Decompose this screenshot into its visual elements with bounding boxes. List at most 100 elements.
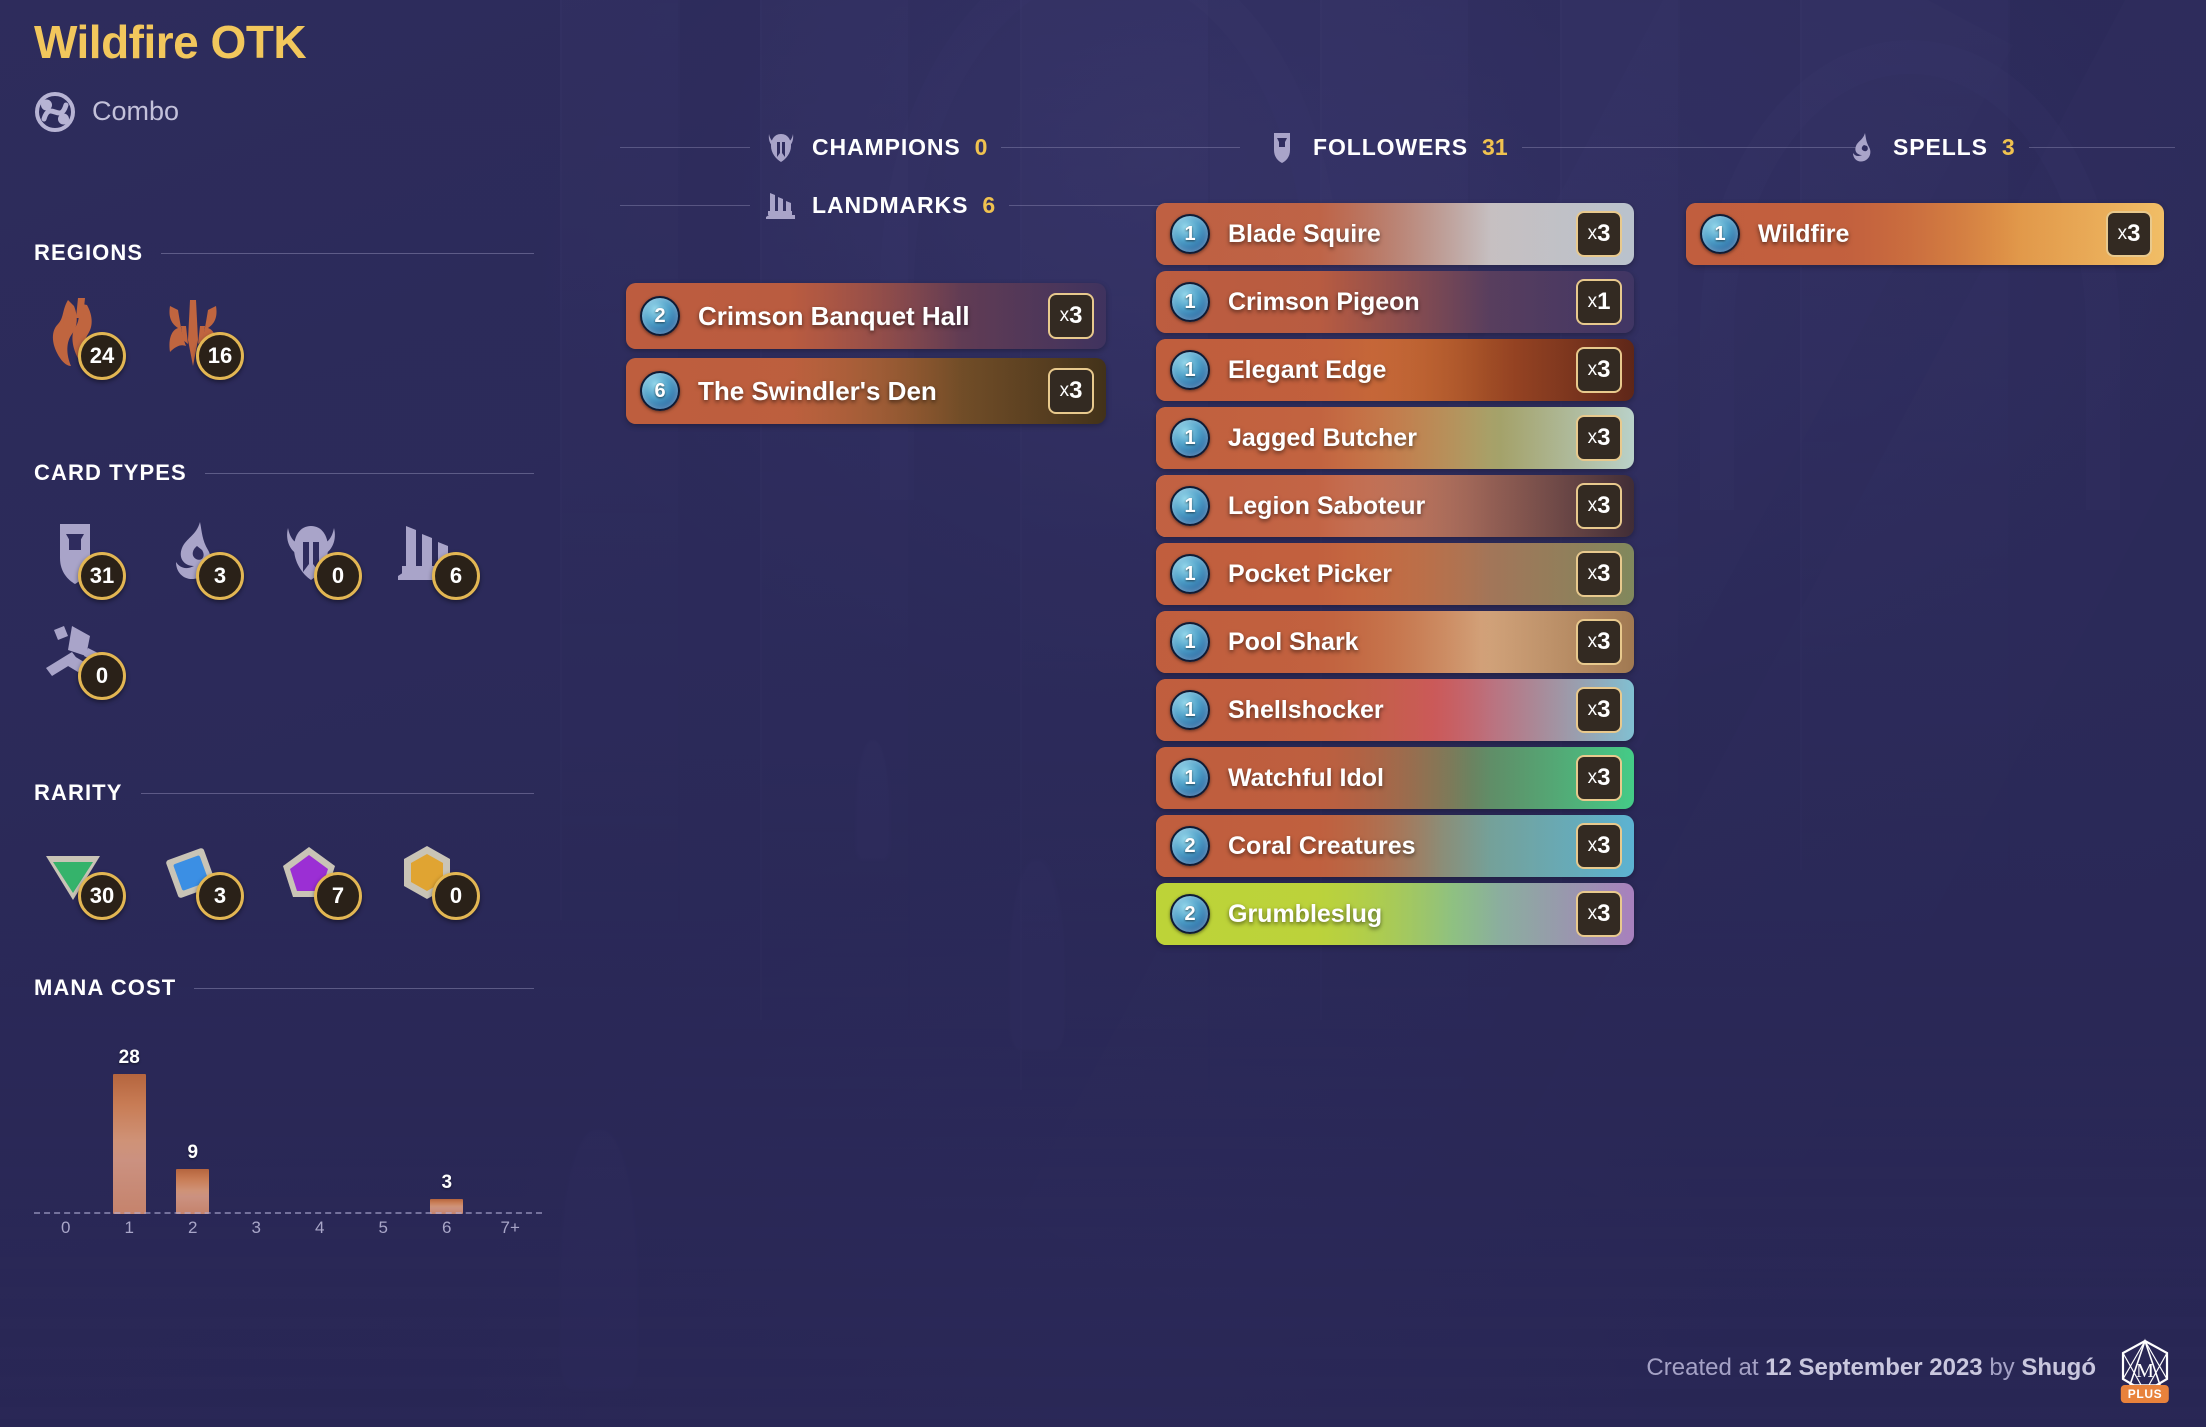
rarity-champion[interactable]: 0 — [388, 836, 506, 936]
deck-archetype-label: Combo — [92, 96, 180, 127]
card-tint-overlay — [626, 358, 1106, 424]
card-mana-cost: 1 — [1170, 418, 1210, 458]
region-count-badge: 24 — [78, 332, 126, 380]
brand-logo[interactable]: M PLUS — [2114, 1337, 2176, 1403]
mana-cost-baseline — [34, 1212, 542, 1214]
common-rarity-icon — [40, 840, 106, 906]
card-tint-overlay — [1686, 203, 2164, 265]
card-mana-cost: 2 — [1170, 826, 1210, 866]
card-mana-cost: 2 — [640, 296, 680, 336]
mana-bar-column — [352, 1036, 416, 1214]
footer-credit: Created at 12 September 2023 by Shugó — [1646, 1354, 2096, 1382]
spells-count: 3 — [2001, 133, 2015, 160]
card-type-champion[interactable]: 0 — [270, 516, 388, 616]
divider — [620, 146, 750, 148]
card-copies-x: x — [1587, 631, 1598, 652]
region-noxus[interactable]: 16 — [152, 296, 270, 396]
page-title: Wildfire OTK — [34, 16, 307, 68]
card-copies-number: 3 — [1597, 560, 1611, 587]
mana-axis-tick: 4 — [315, 1218, 325, 1237]
champions-count: 0 — [974, 133, 988, 160]
card-type-landmark[interactable]: 6 — [388, 516, 506, 616]
card-tint-overlay — [1156, 543, 1634, 605]
mana-bar-value: 9 — [187, 1142, 199, 1163]
followers-count: 31 — [1482, 133, 1508, 160]
card-types-section: CARD TYPES 31 — [34, 460, 534, 716]
card-copies-x: x — [1587, 835, 1598, 856]
card-tint-overlay — [1156, 883, 1634, 945]
card-mana-cost: 1 — [1170, 758, 1210, 798]
rarity-rare[interactable]: 3 — [152, 836, 270, 936]
card-name: Legion Saboteur — [1228, 491, 1426, 520]
mana-bar-column: 28 — [98, 1036, 162, 1214]
divider — [194, 987, 534, 989]
card-type-follower[interactable]: 31 — [34, 516, 152, 616]
card-type-spell[interactable]: 3 — [152, 516, 270, 616]
divider — [1521, 146, 1865, 148]
region-count-badge: 16 — [196, 332, 244, 380]
card-mana-cost: 1 — [1170, 690, 1210, 730]
rarity-heading-label: RARITY — [34, 780, 123, 805]
mana-axis-tick: 3 — [251, 1218, 261, 1237]
mana-bar-column — [225, 1036, 289, 1214]
divider — [161, 252, 534, 254]
region-bilgewater[interactable]: 24 — [34, 296, 152, 396]
landmark-icon — [764, 188, 798, 222]
divider — [1001, 146, 1240, 148]
mana-axis-tick: 0 — [61, 1218, 71, 1237]
rarity-common[interactable]: 30 — [34, 836, 152, 936]
card-type-equipment[interactable]: 0 — [34, 616, 152, 716]
followers-label: FOLLOWERS — [1313, 133, 1469, 160]
card-copies-number: 3 — [2127, 220, 2141, 247]
landmarks-count: 6 — [982, 191, 996, 218]
mana-cost-heading: MANA COST — [34, 975, 534, 1001]
card-copies-x: x — [1587, 699, 1598, 720]
card-tint-overlay — [1156, 271, 1634, 333]
card-mana-cost: 1 — [1170, 282, 1210, 322]
card-tint-overlay — [1156, 747, 1634, 809]
card-name: Pocket Picker — [1228, 559, 1392, 588]
card-copies-x: x — [1587, 223, 1598, 244]
card-name: Crimson Pigeon — [1228, 287, 1420, 316]
rarity-epic[interactable]: 7 — [270, 836, 388, 936]
divider — [2028, 146, 2175, 148]
card-copies-number: 3 — [1597, 424, 1611, 451]
divider — [1009, 204, 1240, 206]
divider — [620, 204, 750, 206]
card-types-icon-grid: 31 3 — [34, 516, 534, 716]
brand-plus-badge: PLUS — [2120, 1385, 2170, 1403]
rarity-count-badge: 0 — [432, 872, 480, 920]
card-copies-number: 1 — [1597, 288, 1611, 315]
card-name: The Swindler's Den — [698, 375, 937, 406]
regions-section: REGIONS 24 — [34, 240, 534, 396]
deck-archetype: Combo — [34, 91, 634, 133]
landmarks-header: LANDMARKS 6 — [620, 188, 1240, 222]
card-tint-overlay — [626, 283, 1106, 349]
regions-heading: REGIONS — [34, 240, 534, 266]
footer-by: by — [1989, 1354, 2015, 1381]
divider — [204, 472, 534, 474]
landmarks-label: LANDMARKS — [812, 191, 969, 218]
card-copies-number: 3 — [1597, 492, 1611, 519]
mana-bar — [112, 1074, 146, 1214]
card-mana-cost: 1 — [1170, 622, 1210, 662]
mana-bar — [176, 1169, 210, 1214]
